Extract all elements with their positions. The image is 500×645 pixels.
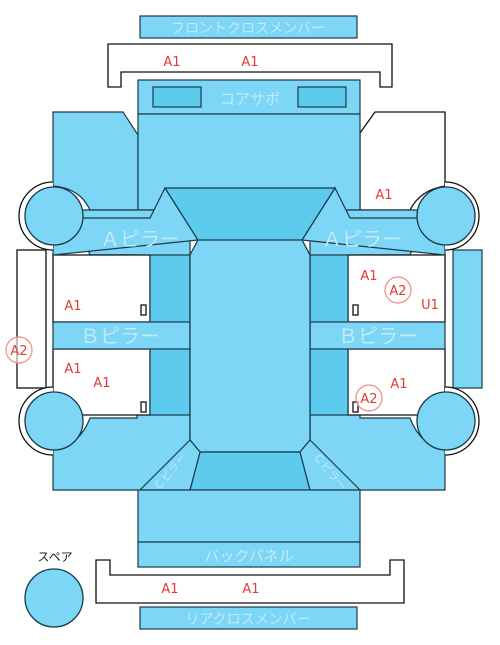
damage-mark-left-front-door-a1: A1 — [64, 299, 81, 314]
damage-mark-front-a1-left: A1 — [163, 55, 180, 70]
damage-mark-right-front-a1: A1 — [375, 188, 392, 203]
damage-mark-right-door-a2: A2 — [389, 284, 406, 299]
left-front-latch — [140, 304, 147, 316]
rear-deck[interactable] — [137, 489, 361, 543]
front-right-wheel[interactable] — [416, 181, 480, 251]
back-panel[interactable]: バックパネル — [137, 541, 361, 568]
right-rocker-bar[interactable] — [452, 249, 483, 389]
roof-panel[interactable] — [189, 239, 311, 453]
trunk-lid[interactable] — [189, 451, 311, 491]
left-rear-latch — [140, 401, 147, 413]
core-support[interactable]: コアサポ — [137, 79, 361, 115]
front-cross-member-label: フロントクロスメンバー — [171, 21, 325, 37]
damage-mark-right-door-u1: U1 — [421, 298, 439, 313]
damage-mark-left-rocker-a2: A2 — [10, 344, 27, 359]
damage-mark-rear-a1-right: A1 — [242, 582, 259, 597]
core-support-label: コアサポ — [220, 90, 280, 108]
rear-cross-member-label: リアクロスメンバー — [185, 612, 310, 628]
spare-tire[interactable]: スペア — [24, 550, 84, 628]
front-bracket-outline — [107, 43, 393, 88]
right-front-latch — [352, 304, 359, 316]
damage-mark-left-rear-door-a1b: A1 — [93, 376, 110, 391]
damage-circle-left-rocker-a2 — [5, 336, 33, 364]
spare-label: スペア — [37, 550, 72, 564]
rear-right-wheel[interactable] — [416, 386, 480, 456]
b-pillar-left[interactable]: Ｂピラー — [52, 321, 191, 350]
damage-mark-right-rear-a2: A2 — [360, 392, 377, 407]
damage-mark-left-rear-door-a1: A1 — [64, 362, 81, 377]
damage-mark-right-rear-a1: A1 — [390, 377, 407, 392]
damage-circle-right-door-a2 — [384, 276, 412, 304]
damage-circle-right-rear-a2 — [355, 384, 383, 412]
damage-mark-rear-a1-left: A1 — [161, 582, 178, 597]
a-pillar-right-label: Ａピラー — [322, 227, 402, 251]
a-pillar-left-label: Ａピラー — [100, 227, 180, 251]
b-pillar-left-label: Ｂピラー — [80, 324, 160, 348]
right-rear-latch — [352, 401, 359, 413]
damage-mark-front-a1-right: A1 — [241, 55, 258, 70]
b-pillar-right[interactable]: Ｂピラー — [309, 321, 446, 350]
front-left-wheel[interactable] — [18, 181, 84, 251]
front-cross-member[interactable]: フロントクロスメンバー — [139, 15, 358, 39]
b-pillar-right-label: Ｂピラー — [338, 324, 418, 348]
a-pillar-left[interactable]: Ａピラー — [52, 186, 200, 256]
damage-mark-right-door-a1: A1 — [360, 269, 377, 284]
back-panel-label: バックパネル — [204, 547, 293, 565]
rear-left-wheel[interactable] — [18, 386, 84, 456]
rear-bracket-outline — [95, 559, 405, 604]
left-rocker-bar[interactable] — [16, 249, 47, 389]
rear-cross-member[interactable]: リアクロスメンバー — [139, 606, 358, 630]
